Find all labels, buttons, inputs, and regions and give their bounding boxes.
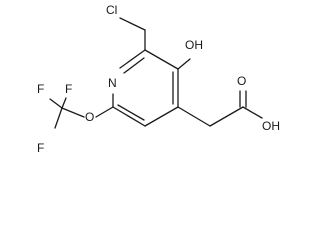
atom-label-oh-acid: OH (262, 119, 280, 133)
bond-cf3-f-top-left (49, 98, 63, 109)
bond-n-c2 (119, 49, 146, 69)
bond-n-c2-inner (123, 57, 145, 74)
molecule-canvas: Cl OH N F F F O O OH (37, 3, 280, 156)
atom-label-o-ether: O (85, 110, 94, 124)
atom-label-oh: OH (185, 38, 203, 52)
bond-o-cf3 (61, 107, 85, 118)
bond-cf3-f-bottom (54, 107, 63, 129)
structure-diagram: Cl OH N F F F O O OH (37, 3, 280, 155)
atom-label-f-bottom: F (37, 141, 44, 155)
bond-c5-c6-inner (117, 104, 145, 121)
atom-label-n: N (108, 76, 117, 90)
atom-label-cl: Cl (106, 3, 117, 17)
bond-c5-c6 (112, 106, 146, 127)
atom-label-f-top-right: F (65, 82, 72, 96)
bond-c6-o (95, 106, 114, 118)
bond-cf3-f-top-right (61, 97, 67, 109)
bond-c2-c3 (144, 49, 179, 70)
atom-label-o-carbonyl: O (237, 74, 246, 88)
bond-ch2-cooh (209, 106, 244, 127)
bond-c4-c5 (144, 106, 179, 127)
bond-c-oh-acid (242, 106, 263, 119)
atom-label-f-top-left: F (37, 82, 44, 96)
bond-ch2-cl (119, 17, 146, 31)
bond-c4-ch2 (177, 106, 211, 127)
bond-c3-oh (177, 58, 191, 70)
